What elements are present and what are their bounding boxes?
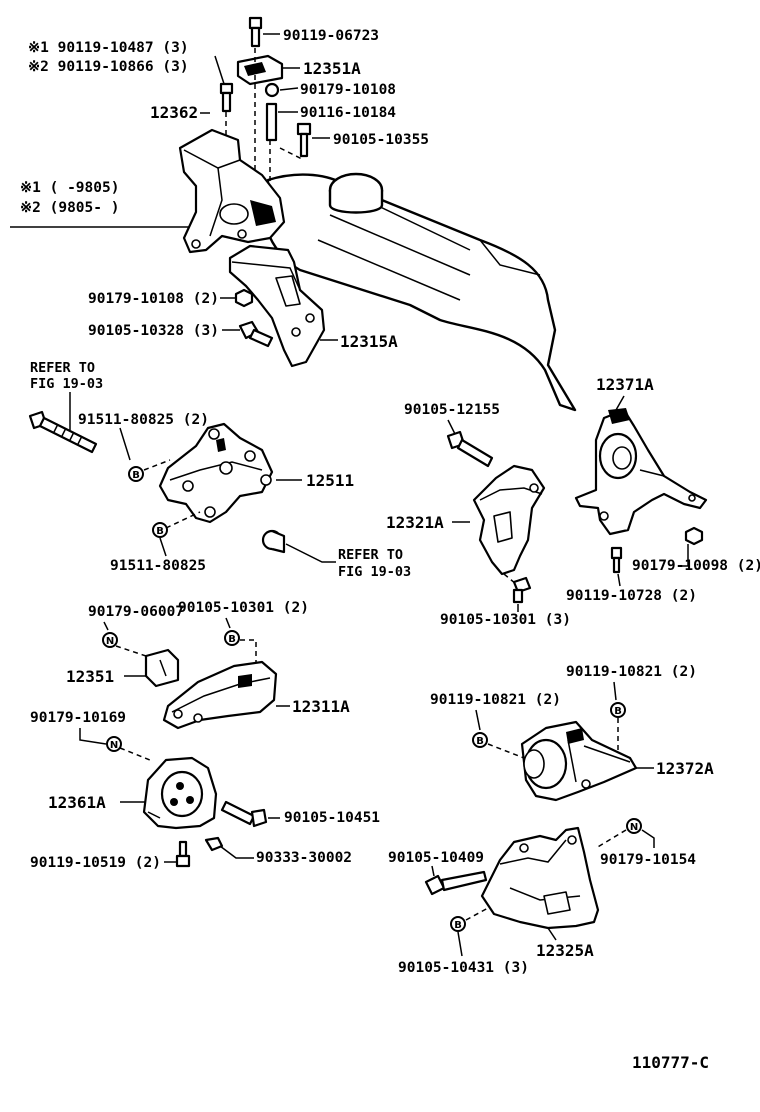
svg-text:N: N [110, 740, 118, 751]
marker-b-10821-b[interactable]: B [610, 702, 626, 718]
marker-n-06007[interactable]: N [102, 632, 118, 648]
label-90179-10098-2: 90179-10098 (2) [632, 558, 760, 574]
marker-b-10431-3[interactable]: B [450, 916, 466, 932]
bracket-12311a[interactable] [162, 660, 278, 730]
bracket-12315a[interactable] [228, 244, 326, 368]
figure-code: 110777-C [632, 1053, 709, 1072]
marker-b-80825-2[interactable]: B [128, 466, 144, 482]
svg-text:B: B [228, 634, 236, 645]
label-90105-10431-3: 90105-10431 (3) [398, 960, 529, 976]
stopper-12351a[interactable] [236, 54, 284, 86]
marker-n-10154[interactable]: N [626, 818, 642, 834]
label-note1-90119-10487: ※1 90119-10487 (3) [28, 40, 189, 56]
label-12351a: 12351A [303, 59, 361, 78]
marker-n-10169[interactable]: N [106, 736, 122, 752]
clip-90333-30002[interactable] [204, 836, 224, 852]
marker-b-80825[interactable]: B [152, 522, 168, 538]
label-90179-10108-2: 90179-10108 (2) [88, 291, 219, 307]
svg-text:B: B [156, 526, 164, 537]
label-12371a: 12371A [596, 375, 654, 394]
bolt-90119-10728-2[interactable] [610, 546, 623, 574]
label-12321a: 12321A [386, 513, 444, 532]
nut-90179-10108-top[interactable] [264, 82, 280, 98]
bracket-12321a[interactable] [472, 464, 546, 576]
mount-12361a[interactable] [142, 756, 218, 830]
label-12325a: 12325A [536, 941, 594, 960]
label-range-note1: ※1 ( -9805) [20, 180, 119, 196]
engine-block-outline [266, 172, 577, 412]
bolt-90105-10451[interactable] [220, 800, 268, 828]
label-12362: 12362 [150, 103, 198, 122]
mount-12372a[interactable] [520, 720, 638, 802]
label-90179-10169: 90179-10169 [30, 710, 126, 726]
label-90119-10821-2b: 90119-10821 (2) [566, 664, 697, 680]
label-90119-10728-2: 90119-10728 (2) [566, 588, 697, 604]
svg-text:N: N [630, 822, 638, 833]
stud-90116-10184[interactable] [265, 102, 278, 142]
bolt-note-12362[interactable] [219, 82, 234, 113]
mount-12371a[interactable] [574, 408, 708, 536]
label-90105-10328-3: 90105-10328 (3) [88, 323, 219, 339]
svg-text:B: B [476, 736, 484, 747]
label-refer-to-2: REFER TO [338, 547, 403, 563]
top-bolt-90119-06723[interactable] [248, 16, 263, 48]
bolt-90119-10519-2[interactable] [175, 840, 191, 868]
label-90105-10301-2: 90105-10301 (2) [178, 600, 309, 616]
bolt-90105-12155[interactable] [446, 430, 494, 468]
label-90333-30002: 90333-30002 [256, 850, 352, 866]
label-12315a: 12315A [340, 332, 398, 351]
label-note2-90119-10866: ※2 90119-10866 (3) [28, 59, 189, 75]
bracket-12325a[interactable] [480, 826, 600, 930]
label-12361a: 12361A [48, 793, 106, 812]
bolt-90105-10409[interactable] [424, 870, 488, 896]
bolt-90105-10328-3[interactable] [238, 320, 274, 348]
label-12311a: 12311A [292, 697, 350, 716]
label-90119-10519-2: 90119-10519 (2) [30, 855, 161, 871]
label-90116-10184: 90116-10184 [300, 105, 396, 121]
marker-b-10301-2[interactable]: B [224, 630, 240, 646]
bracket-12511[interactable] [158, 422, 274, 524]
bracket-12362[interactable] [178, 128, 286, 254]
label-fig-19-03-1: FIG 19-03 [30, 376, 103, 392]
label-90119-10821-2a: 90119-10821 (2) [430, 692, 561, 708]
label-90179-10154: 90179-10154 [600, 852, 696, 868]
bushing-refer-fig[interactable] [261, 529, 286, 554]
label-91511-80825: 91511-80825 [110, 558, 206, 574]
label-fig-19-03-2: FIG 19-03 [338, 564, 411, 580]
label-90179-06007: 90179-06007 [88, 604, 184, 620]
svg-text:B: B [614, 706, 622, 717]
marker-b-10821-a[interactable]: B [472, 732, 488, 748]
label-91511-80825-2: 91511-80825 (2) [78, 412, 209, 428]
label-refer-to-1: REFER TO [30, 360, 95, 376]
label-range-note2: ※2 (9805- ) [20, 200, 119, 216]
stopper-12351[interactable] [144, 648, 180, 688]
label-90105-10409: 90105-10409 [388, 850, 484, 866]
label-12372a: 12372A [656, 759, 714, 778]
label-90105-10451: 90105-10451 [284, 810, 380, 826]
label-90119-06723: 90119-06723 [283, 28, 379, 44]
long-bolt-91511-80825[interactable] [28, 410, 98, 454]
label-12511: 12511 [306, 471, 354, 490]
label-90105-10301-3: 90105-10301 (3) [440, 612, 571, 628]
label-90105-12155: 90105-12155 [404, 402, 500, 418]
nut-90179-10098-2[interactable] [684, 526, 704, 546]
label-90105-10355: 90105-10355 [333, 132, 429, 148]
svg-text:N: N [106, 636, 114, 647]
label-90179-10108-top: 90179-10108 [300, 82, 396, 98]
label-12351: 12351 [66, 667, 114, 686]
bolt-90105-10301-3[interactable] [512, 576, 532, 604]
nut-90179-10108-2[interactable] [234, 288, 254, 308]
bolt-90105-10355[interactable] [296, 122, 312, 158]
svg-text:B: B [454, 920, 462, 931]
svg-text:B: B [132, 470, 140, 481]
